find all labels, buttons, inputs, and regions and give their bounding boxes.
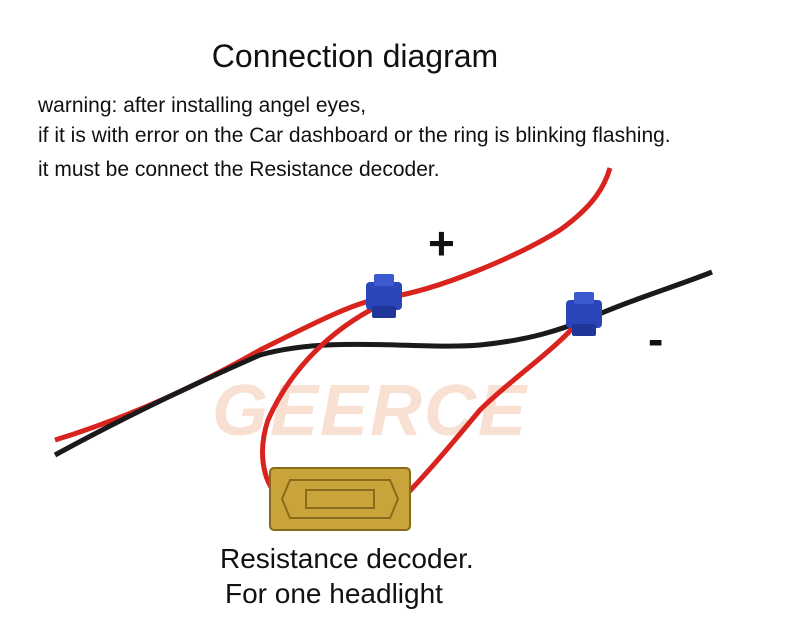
- resistance-decoder: [269, 467, 411, 531]
- positive-label: +: [428, 217, 455, 269]
- tap-connector-negative: [566, 292, 602, 336]
- warning-line-1: warning: after installing angel eyes,: [38, 94, 367, 117]
- caption-line-1: Resistance decoder.: [220, 543, 474, 574]
- caption-line-2: For one headlight: [225, 578, 443, 609]
- negative-label: -: [648, 313, 664, 365]
- red-wire-main: [54, 167, 613, 443]
- warning-line-2: if it is with error on the Car dashboard…: [38, 124, 671, 147]
- tap-connector-positive: [366, 274, 402, 318]
- diagram-title: Connection diagram: [211, 38, 499, 74]
- black-wire-main: [53, 269, 713, 458]
- warning-line-3: it must be connect the Resistance decode…: [38, 158, 440, 181]
- red-wire-to-decoder-right: [403, 318, 582, 498]
- red-wire-to-decoder-left: [260, 302, 382, 498]
